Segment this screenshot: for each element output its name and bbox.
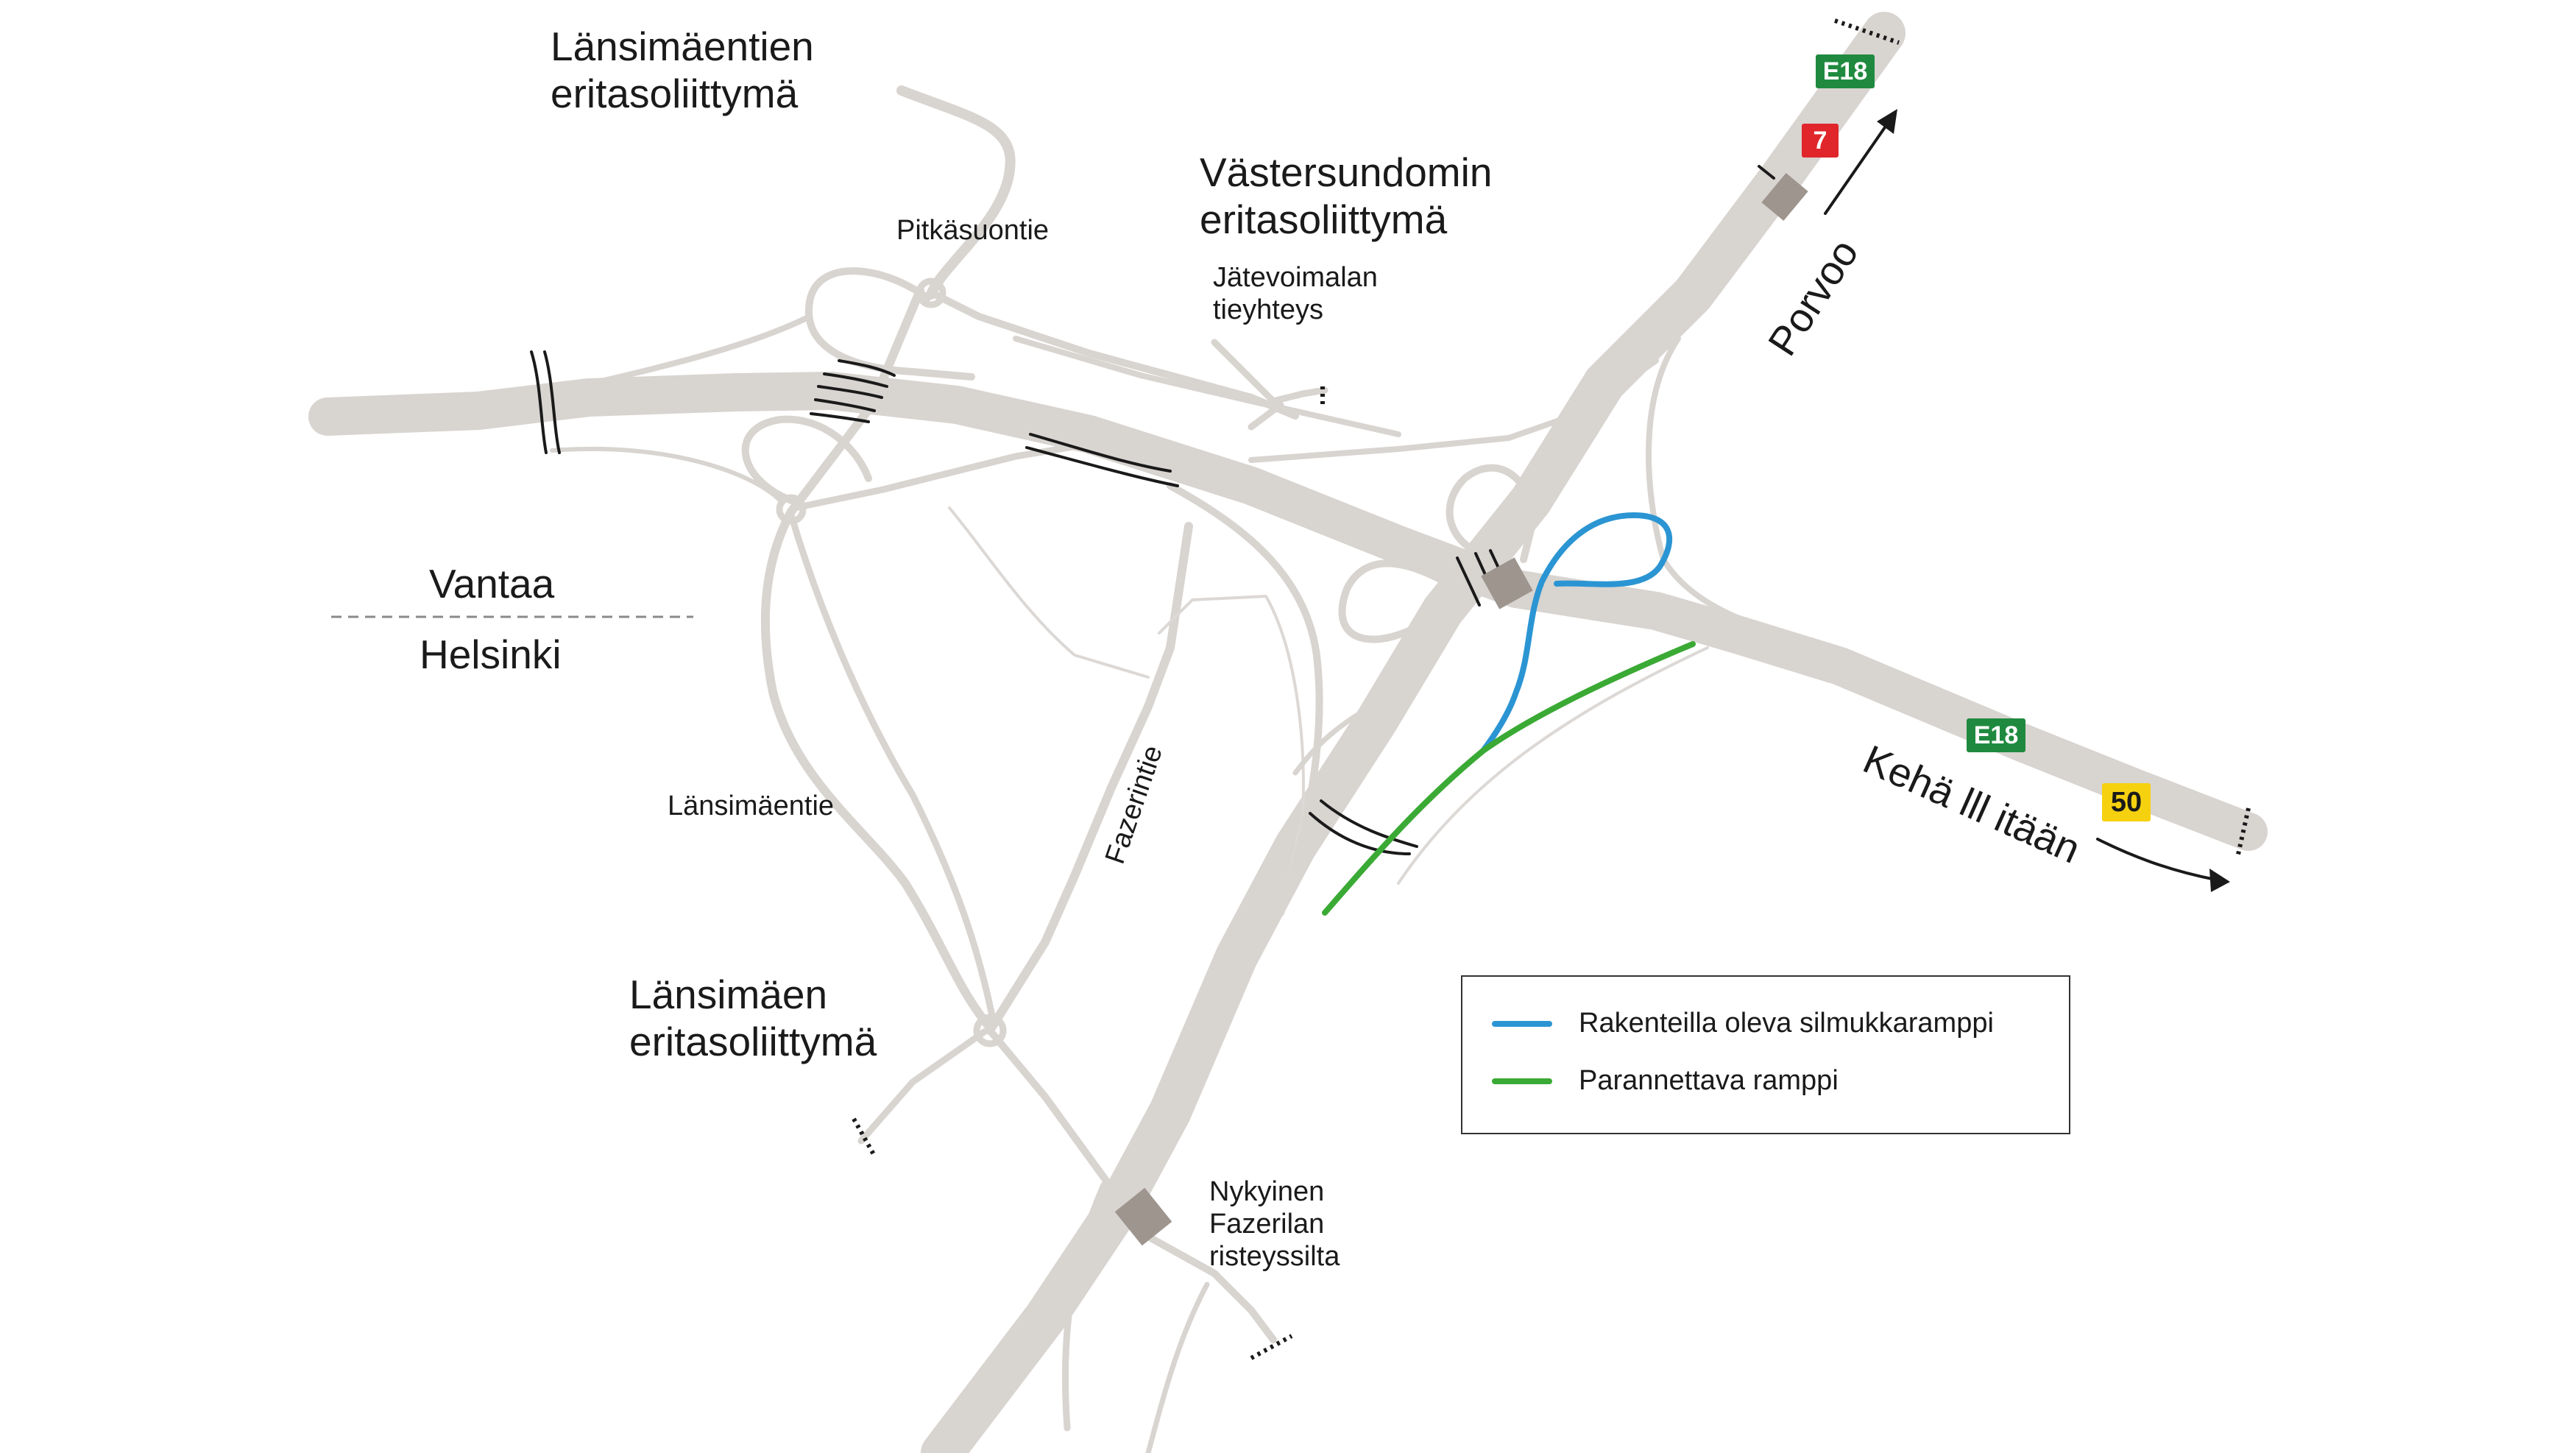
road-end-markers bbox=[852, 18, 2251, 1360]
route-7-shield: 7 bbox=[1802, 124, 1839, 158]
jatevoimala-road bbox=[1211, 339, 1328, 405]
arrow-porvoo bbox=[1824, 116, 1893, 215]
keha-iii-west bbox=[308, 372, 1535, 608]
jatevoimala-link bbox=[1248, 401, 1284, 431]
label-vantaa: Vantaa bbox=[429, 561, 555, 607]
lansimaentien-loop-south bbox=[741, 415, 872, 504]
legend-swatch-blue bbox=[1492, 1020, 1552, 1027]
label-helsinki: Helsinki bbox=[420, 632, 562, 677]
bridge-decks bbox=[1114, 173, 1808, 1246]
lansimaentie-east-branch bbox=[788, 512, 997, 1027]
vastersundom-loop-nw bbox=[1446, 464, 1536, 563]
arrow-keha-east-head bbox=[2209, 869, 2230, 892]
roundabout-south bbox=[973, 1014, 1007, 1047]
label-lansimaen-interchange: Länsimäen eritasoliittymä bbox=[629, 972, 877, 1064]
legend-label-loop-ramp: Rakenteilla oleva silmukkaramppi bbox=[1579, 1008, 1994, 1039]
route-50-shield: 50 bbox=[2102, 783, 2151, 821]
lansimaentien-ramp-sw bbox=[550, 446, 782, 503]
e18-shield-east: E18 bbox=[1967, 718, 2025, 752]
loop-ramp-under-construction bbox=[1480, 512, 1673, 754]
label-jatevoimala: Jätevoimalan tieyhteys bbox=[1213, 262, 1378, 326]
lansimaentien-ramp-south bbox=[791, 438, 1108, 512]
fazerila-ramp-west bbox=[1167, 482, 1323, 916]
vastersundom-north-ramp bbox=[1248, 358, 1659, 463]
lansimaen-ramp-sw bbox=[857, 1027, 990, 1145]
label-lansimaentien-interchange: Länsimäentien eritasoliittymä bbox=[551, 24, 814, 116]
bridge-deck-fazerila bbox=[1114, 1187, 1172, 1246]
arrow-heads bbox=[1877, 109, 2230, 892]
legend-item-improved-ramp: Parannettava ramppi bbox=[1492, 1065, 1839, 1097]
fazerintie-road bbox=[986, 522, 1193, 1035]
label-vastersundomin-interchange: Västersundomin eritasoliittymä bbox=[1200, 149, 1493, 242]
lansimaen-ramp-se bbox=[1145, 1281, 1210, 1453]
e18-porvoo-motorway bbox=[921, 12, 1906, 1453]
legend-swatch-green bbox=[1492, 1078, 1552, 1084]
label-pitkasuontie: Pitkäsuontie bbox=[896, 215, 1050, 246]
map-legend: Rakenteilla oleva silmukkaramppi Paranne… bbox=[1461, 975, 2070, 1134]
vastersundom-frontage bbox=[1013, 336, 1401, 437]
roundabout-mid bbox=[776, 494, 807, 525]
legend-label-improved-ramp: Parannettava ramppi bbox=[1579, 1065, 1839, 1096]
vastersundom-ramp-sw bbox=[1292, 689, 1401, 776]
arrow-porvoo-head bbox=[1877, 109, 1897, 134]
ramp-to-be-improved bbox=[1322, 641, 1696, 916]
bridge-deck-porvoo bbox=[1761, 173, 1808, 221]
bridge-deck-vastersundom bbox=[1481, 557, 1533, 609]
lansimaen-ramp-south bbox=[1061, 1181, 1108, 1432]
pitkasuontie-road bbox=[896, 85, 1016, 300]
vastersundom-loop-sw bbox=[1338, 559, 1461, 643]
e18-shield-north: E18 bbox=[1816, 54, 1875, 88]
label-lansimaentie: Länsimäentie bbox=[668, 791, 835, 821]
lansimaentie-road bbox=[760, 286, 991, 1028]
direction-arrows bbox=[1824, 116, 2217, 881]
thin-service-road bbox=[1397, 646, 1709, 885]
vastersundom-ramp-ne bbox=[1646, 336, 1784, 636]
roundabout-north bbox=[916, 277, 946, 308]
local-road-1 bbox=[948, 506, 1150, 679]
lansimaentien-ramp-west bbox=[527, 314, 813, 400]
arrow-keha-east bbox=[2096, 838, 2217, 881]
local-road-2 bbox=[1158, 595, 1305, 914]
label-fazerila-bridge: Nykyinen Fazerilan risteyssilta bbox=[1209, 1176, 1340, 1273]
legend-item-loop-ramp: Rakenteilla oleva silmukkaramppi bbox=[1492, 1008, 1994, 1039]
road-network bbox=[308, 12, 2268, 1453]
